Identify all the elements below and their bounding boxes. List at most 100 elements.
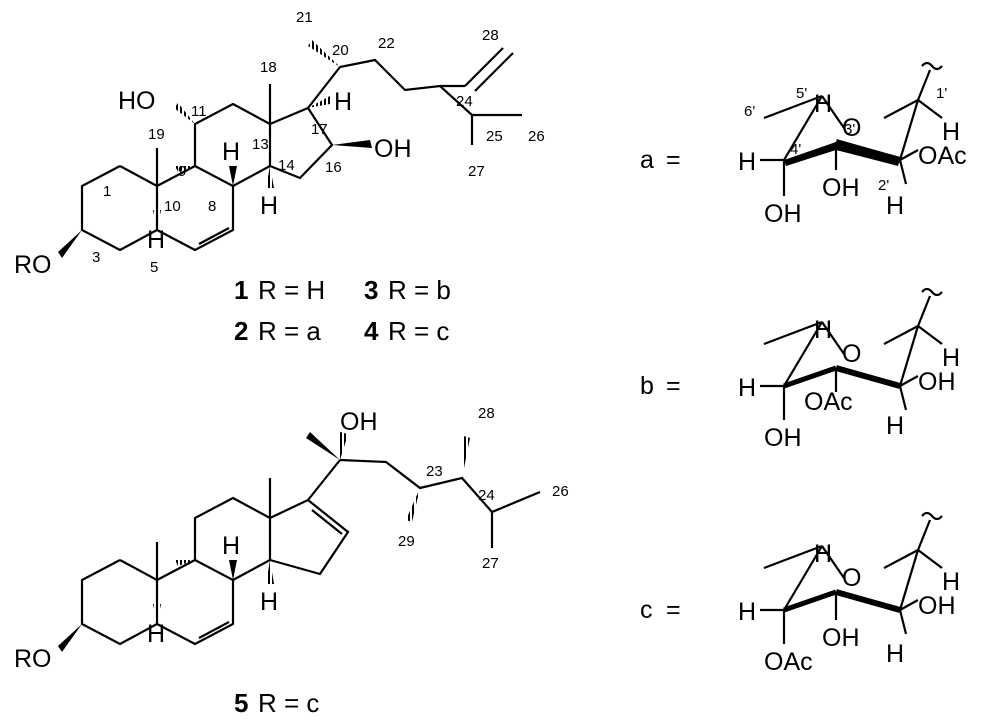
bottom-3-ro-label: RO <box>14 645 52 673</box>
bottom-hash-23-methyl <box>406 488 420 522</box>
bottom-hash-9 <box>175 560 195 566</box>
bottom-8-h-label: H <box>222 532 240 560</box>
sugar-c-oh3-label: OH <box>822 624 860 652</box>
top-c17-number: 17 <box>311 121 328 138</box>
bottom-c23-number: 23 <box>426 463 443 480</box>
svg-text:4: 4 <box>364 316 379 346</box>
sugar-b-h1-label: H <box>942 344 960 372</box>
top-c14-number: 14 <box>278 157 295 174</box>
svg-text:R = b: R = b <box>388 275 451 305</box>
top-c21-number: 21 <box>296 9 313 26</box>
top-c3-number: 3 <box>92 249 100 266</box>
sugar-b-oac-label: OAc <box>804 388 853 416</box>
sugar-c: O H H OH H OH H OAc c = <box>640 511 960 676</box>
sugar-c-oh2-label: OH <box>918 592 956 620</box>
top-c10-number: 10 <box>164 198 181 215</box>
bottom-c27-number: 27 <box>482 555 499 572</box>
top-steroid-skeleton <box>58 47 522 258</box>
top-c16-number: 16 <box>325 159 342 176</box>
sugar-c-letter: c <box>640 596 653 624</box>
caption-compound-1: 1 R = H <box>234 275 325 305</box>
sugar-a-c6-number: 6' <box>744 103 755 120</box>
svg-text:1: 1 <box>234 275 248 305</box>
top-c11-number: 11 <box>191 103 207 120</box>
sugar-a-h2-label: H <box>886 192 904 220</box>
top-11-oh-label: HO <box>118 87 156 115</box>
sugar-a-h5-label: H <box>814 90 832 118</box>
bottom-c26-number: 26 <box>552 483 569 500</box>
top-c8-number: 8 <box>208 198 216 215</box>
hash-bond-9 <box>175 166 195 172</box>
top-c13-number: 13 <box>252 136 269 153</box>
bottom-wedge-8h <box>229 560 237 580</box>
sugar-a-c2-number: 2' <box>878 177 889 194</box>
sugar-a-h1-label: H <box>942 118 960 146</box>
bottom-hash-20-oh <box>340 432 348 460</box>
sugar-a-ring-o-label: O <box>842 114 861 142</box>
svg-text:3: 3 <box>364 275 378 305</box>
sugar-c-h2-label: H <box>886 640 904 668</box>
svg-text:R = a: R = a <box>258 316 321 346</box>
sugar-a-c1-number: 1' <box>936 85 947 102</box>
hash-bond-9h <box>153 210 161 230</box>
sugar-b-h4-label: H <box>738 374 756 402</box>
svg-text:2: 2 <box>234 316 248 346</box>
sugar-b-equals: = <box>666 372 681 400</box>
svg-text:R = H: R = H <box>258 275 325 305</box>
top-c26-number: 26 <box>528 128 545 145</box>
sugar-b-h5-label: H <box>814 316 832 344</box>
hash-bond-14h <box>266 166 274 188</box>
sugar-a-oac-label: OAc <box>918 142 967 170</box>
sugar-b-letter: b <box>640 372 654 400</box>
sugar-b-ring-o-label: O <box>842 340 861 368</box>
sugar-c-h5-label: H <box>814 540 832 568</box>
bottom-hash-14h <box>266 560 274 584</box>
caption-compound-4: 4 R = c <box>364 316 449 346</box>
sugar-a-c3-number: 3' <box>844 121 855 138</box>
top-c9-number: 9 <box>178 163 186 180</box>
hash-bond-11-oh <box>174 103 195 124</box>
bottom-hash-9h <box>153 604 161 624</box>
hash-bond-21 <box>308 40 340 67</box>
top-c22-number: 22 <box>378 35 395 52</box>
sugar-a-letter: a <box>640 146 654 174</box>
top-9-h-label: H <box>147 226 165 254</box>
svg-text:5: 5 <box>234 688 248 718</box>
sugar-c-oac-label: OAc <box>764 648 813 676</box>
bottom-c28-number: 28 <box>478 405 495 422</box>
bottom-c29-number: 29 <box>398 533 415 550</box>
sugar-b-oh2-label: OH <box>918 368 956 396</box>
svg-text:R = c: R = c <box>258 688 319 718</box>
bottom-wedge-20-methyl <box>306 432 340 460</box>
sugar-a-c4-number: 4' <box>790 141 801 158</box>
sugar-b-h2-label: H <box>886 412 904 440</box>
top-c18-number: 18 <box>260 59 277 76</box>
sugar-c-equals: = <box>666 596 681 624</box>
caption-compound-3: 3 R = b <box>364 275 451 305</box>
sugar-b: O H H OH H OAc H OH b = <box>640 287 960 452</box>
bottom-20-oh-label: OH <box>340 408 378 436</box>
sugar-c-h4-label: H <box>738 598 756 626</box>
sugar-a-oh3-label: OH <box>822 174 860 202</box>
caption-compound-2: 2 R = a <box>234 316 321 346</box>
top-c1-number: 1 <box>103 183 111 200</box>
top-c5-number: 5 <box>150 259 158 276</box>
sugar-c-ring-o-label: O <box>842 564 861 592</box>
top-8-h-label: H <box>222 138 240 166</box>
top-c24-number: 24 <box>456 93 473 110</box>
svg-text:R = c: R = c <box>388 316 449 346</box>
top-c27-number: 27 <box>468 163 485 180</box>
top-c25-number: 25 <box>486 128 503 145</box>
bottom-c24-number: 24 <box>478 487 495 504</box>
wedge-bond-8h <box>229 166 237 186</box>
top-c28-number: 28 <box>482 27 499 44</box>
sugar-a-oh4-label: OH <box>764 200 802 228</box>
wedge-bond-16-oh <box>332 140 372 148</box>
top-c19-number: 19 <box>148 126 165 143</box>
top-3-ro-label: RO <box>14 251 52 279</box>
sugar-a-equals: = <box>666 146 681 174</box>
top-c20-number: 20 <box>332 42 349 59</box>
hash-bond-17h <box>308 96 330 108</box>
